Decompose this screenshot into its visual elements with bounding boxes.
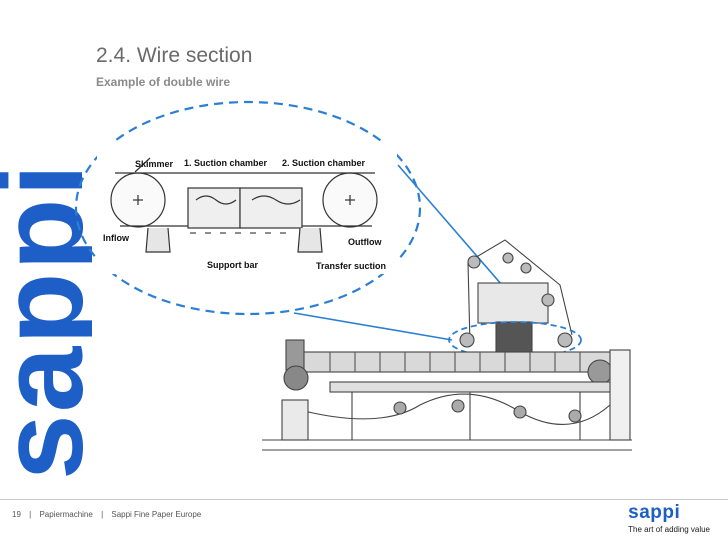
label-transfer-suction: Transfer suction [316, 261, 386, 271]
label-outflow: Outflow [348, 237, 382, 247]
footer-section: Papiermachine [39, 510, 93, 519]
footer-company: Sappi Fine Paper Europe [111, 510, 202, 519]
logo-wordmark: sappi [628, 502, 681, 523]
label-support-bar: Support bar [207, 260, 258, 270]
label-suction-chamber-2: 2. Suction chamber [282, 158, 366, 168]
label-inflow: Inflow [103, 233, 130, 243]
footer: 19 | Papiermachine | Sappi Fine Paper Eu… [12, 510, 207, 519]
label-skimmer: Skimmer [135, 159, 174, 169]
footer-divider [0, 499, 728, 500]
zoom-line-bottom [293, 312, 453, 341]
detail-drawing [110, 157, 378, 253]
slide-subtitle: Example of double wire [96, 75, 231, 89]
logo-tagline: The art of adding value [628, 525, 710, 534]
magnifier-ellipse [74, 100, 422, 316]
label-suction-chamber-1: 1. Suction chamber [184, 158, 268, 168]
slide-title: 2.4. Wire section [96, 44, 253, 67]
paper-machine-drawing [262, 239, 632, 451]
sappi-logo: sappi The art of adding value [628, 502, 710, 535]
page-number: 19 [12, 510, 21, 519]
footer-separator: | [29, 510, 32, 519]
footer-separator: | [101, 510, 104, 519]
